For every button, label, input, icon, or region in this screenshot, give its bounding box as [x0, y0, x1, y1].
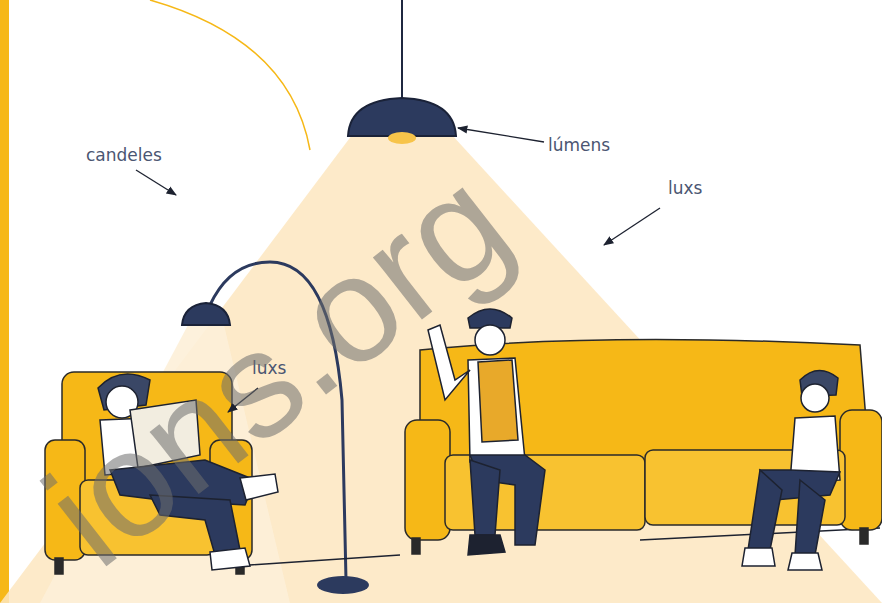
unit-label: luxs — [668, 178, 702, 198]
floor-lamp-base — [317, 576, 369, 594]
watermark: ions.org — [13, 135, 540, 600]
side-bar — [0, 0, 9, 603]
leader-arrows — [136, 128, 660, 412]
ceiling-lamp — [348, 98, 456, 136]
reading-person — [98, 374, 278, 570]
light-cone — [0, 135, 882, 603]
bulb — [388, 132, 416, 144]
floor-line — [250, 528, 880, 565]
floor-lamp-shade — [182, 303, 230, 325]
listening-person — [742, 370, 840, 570]
decor-arc — [150, 0, 310, 150]
unit-label: luxs — [252, 358, 286, 378]
lamp-cord — [401, 0, 403, 102]
unit-label: candeles — [86, 145, 162, 165]
reading-light-cone — [40, 325, 290, 603]
talking-person — [428, 309, 545, 555]
sofa — [405, 340, 882, 554]
unit-label: lúmens — [548, 135, 610, 155]
